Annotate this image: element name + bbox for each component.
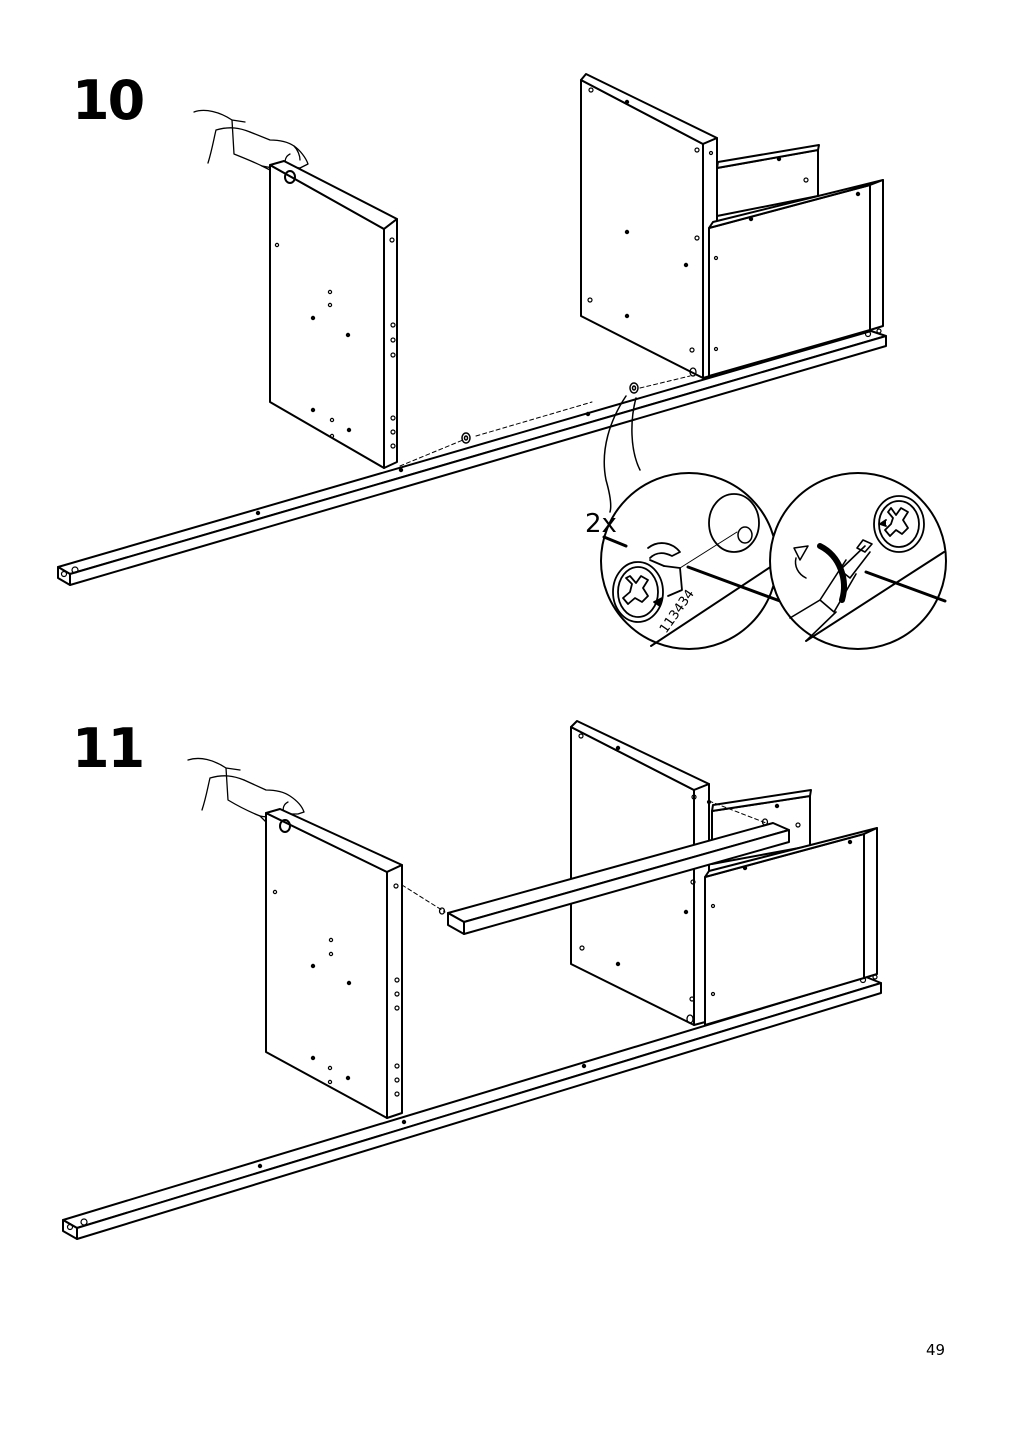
base-plinth — [62, 974, 882, 1240]
left-side-panel — [269, 160, 398, 469]
shelf-panels — [704, 789, 878, 1026]
rotation-arrow-icon — [793, 543, 847, 603]
page-number: 49 — [926, 1341, 946, 1359]
hand-icon — [193, 109, 309, 171]
cam-lock-icon — [612, 542, 683, 623]
step-number-10: 10 — [72, 69, 145, 132]
cam-lock-icon — [873, 495, 925, 553]
step-number-11: 11 — [72, 717, 145, 780]
base-plinth — [57, 328, 887, 586]
right-side-panel — [580, 73, 718, 379]
screwdriver-detail — [769, 472, 947, 650]
cam-lock-detail: 113434 — [600, 472, 782, 650]
left-side-panel — [265, 808, 403, 1119]
shelf-panels — [708, 144, 884, 377]
quantity-label: 2x — [585, 509, 617, 539]
step-10-illustration: 113434 — [57, 73, 947, 650]
step-11-illustration — [62, 720, 882, 1240]
rail-beam — [447, 822, 790, 935]
